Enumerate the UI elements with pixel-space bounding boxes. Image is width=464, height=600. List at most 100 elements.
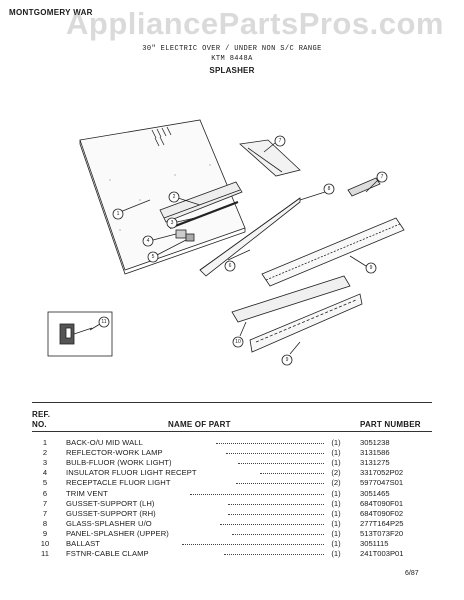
ref-cell: 10 xyxy=(40,539,50,548)
quantity-cell: (1) xyxy=(331,488,341,498)
ref-cell: 5 xyxy=(42,478,48,488)
part-name-cell: BACK-O/U MID WALL xyxy=(66,438,143,447)
trim-vent-shape xyxy=(261,217,405,287)
quantity-cell: (1) xyxy=(331,508,341,518)
part-number-cell: 684T090F02 xyxy=(360,508,404,518)
part-number-cell: 3051115 xyxy=(360,539,389,548)
table-row: 6 TRIM VENT (1) 3051465 xyxy=(0,489,464,499)
part-name-cell: GUSSET-SUPPORT (RH) xyxy=(66,508,156,518)
callout-7 xyxy=(274,135,286,147)
part-name-cell: REFLECTOR-WORK LAMP xyxy=(66,448,163,458)
callout-5 xyxy=(147,251,159,263)
part-number-cell: 3051465 xyxy=(360,488,390,498)
table-row: 7 GUSSET-SUPPORT (RH) (1) 684T090F02 xyxy=(0,509,464,519)
table-row: 7 GUSSET-SUPPORT (LH) (1) 684T090F01 xyxy=(0,499,464,509)
svg-text:6: 6 xyxy=(229,263,232,269)
quantity-cell: (1) xyxy=(331,438,341,447)
part-name-cell: GUSSET-SUPPORT (LH) xyxy=(66,498,155,508)
quantity-cell: (1) xyxy=(331,549,341,559)
model-description: 30" ELECTRIC OVER / UNDER NON S/C RANGE xyxy=(142,45,322,53)
part-number-cell: 241T003P01 xyxy=(360,549,404,559)
callout-10 xyxy=(232,336,244,348)
table-top-rule xyxy=(32,402,432,403)
table-header-rule xyxy=(32,431,432,432)
svg-text:2: 2 xyxy=(173,194,176,200)
part-number-cell: 3131586 xyxy=(360,448,390,458)
quantity-cell: (1) xyxy=(331,518,341,528)
quantity-cell: (1) xyxy=(331,498,341,508)
part-number-cell: 3051238 xyxy=(360,438,390,447)
model-number: KTM 8448A xyxy=(211,55,253,63)
part-name-cell: RECEPTACLE FLUOR LIGHT xyxy=(66,478,171,488)
brand-name: MONTGOMERY WAR xyxy=(9,8,93,17)
section-title: SPLASHER xyxy=(209,66,255,75)
svg-text:9: 9 xyxy=(286,357,289,363)
ref-cell: 6 xyxy=(42,488,48,498)
leader-dots xyxy=(236,483,324,485)
leader-dots xyxy=(226,453,324,455)
quantity-cell: (1) xyxy=(331,528,341,538)
callout-1 xyxy=(112,208,124,220)
exploded-parts-diagram: 1 2 3 4 5 6 7 7 8 9 10 11 xyxy=(47,119,405,366)
part-name-cell: FSTNR-CABLE CLAMP xyxy=(66,549,149,559)
part-name-cell: TRIM VENT xyxy=(66,488,108,498)
leader-dots xyxy=(220,523,324,525)
leader-dots xyxy=(260,473,324,475)
ref-cell: 11 xyxy=(41,549,49,559)
ballast-shape xyxy=(231,275,351,323)
part-name-cell: INSULATOR FLUOR LIGHT RECEPT xyxy=(66,468,197,478)
col-ref-header: REF. xyxy=(32,410,51,419)
ref-cell: 7 xyxy=(42,498,48,508)
leader-dots xyxy=(224,554,324,556)
ref-cell: 8 xyxy=(42,518,48,528)
svg-text:7: 7 xyxy=(279,138,282,144)
ref-cell: 3 xyxy=(42,458,48,468)
part-name-cell: PANEL-SPLASHER (UPPER) xyxy=(66,528,169,538)
callout-6 xyxy=(224,260,236,272)
callout-2 xyxy=(168,191,180,203)
leader-dots xyxy=(238,463,324,465)
callout-7-rh xyxy=(376,171,388,183)
col-ref-header-line2: NO. xyxy=(32,420,47,429)
part-name-cell: BALLAST xyxy=(66,539,101,548)
svg-text:4: 4 xyxy=(147,238,150,244)
leader-dots xyxy=(182,544,324,545)
callout-4 xyxy=(142,235,154,247)
ref-cell: 7 xyxy=(42,508,48,518)
part-name-cell: GLASS-SPLASHER U/O xyxy=(66,518,152,528)
part-name-cell: BULB-FLUOR (WORK LIGHT) xyxy=(66,458,172,468)
fluorescent-bulb-shape xyxy=(169,200,239,230)
quantity-cell: (2) xyxy=(331,468,341,478)
callout-9 xyxy=(365,262,377,274)
ref-cell: 4 xyxy=(42,468,48,478)
quantity-cell: (2) xyxy=(331,478,341,488)
callout-8 xyxy=(323,183,335,195)
part-number-cell: 5977047S01 xyxy=(360,478,404,488)
callout-11 xyxy=(98,316,110,328)
part-number-cell: 277T164P25 xyxy=(360,518,404,528)
svg-text:8: 8 xyxy=(328,186,331,192)
svg-text:3: 3 xyxy=(171,220,174,226)
svg-text:5: 5 xyxy=(152,254,155,260)
col-part-header: PART NUMBER xyxy=(360,420,421,429)
table-row: 11 FSTNR-CABLE CLAMP (1) 241T003P01 xyxy=(0,549,464,559)
svg-text:7: 7 xyxy=(381,174,384,180)
col-name-header: NAME OF PART xyxy=(168,420,231,429)
leader-dots xyxy=(232,533,324,535)
quantity-cell: (1) xyxy=(331,458,341,468)
callout-3 xyxy=(166,217,178,229)
revision-date: 6/87 xyxy=(405,570,419,577)
receptacle-shape xyxy=(175,229,187,239)
callout-9-lower xyxy=(281,354,293,366)
part-number-cell: 684T090F01 xyxy=(360,498,404,508)
vent-slots xyxy=(151,126,172,147)
ref-cell: 2 xyxy=(42,448,48,458)
svg-text:10: 10 xyxy=(235,339,241,345)
watermark: AppliancePartsPros.com xyxy=(66,6,444,41)
table-row: 8 GLASS-SPLASHER U/O (1) 277T164P25 xyxy=(0,519,464,529)
